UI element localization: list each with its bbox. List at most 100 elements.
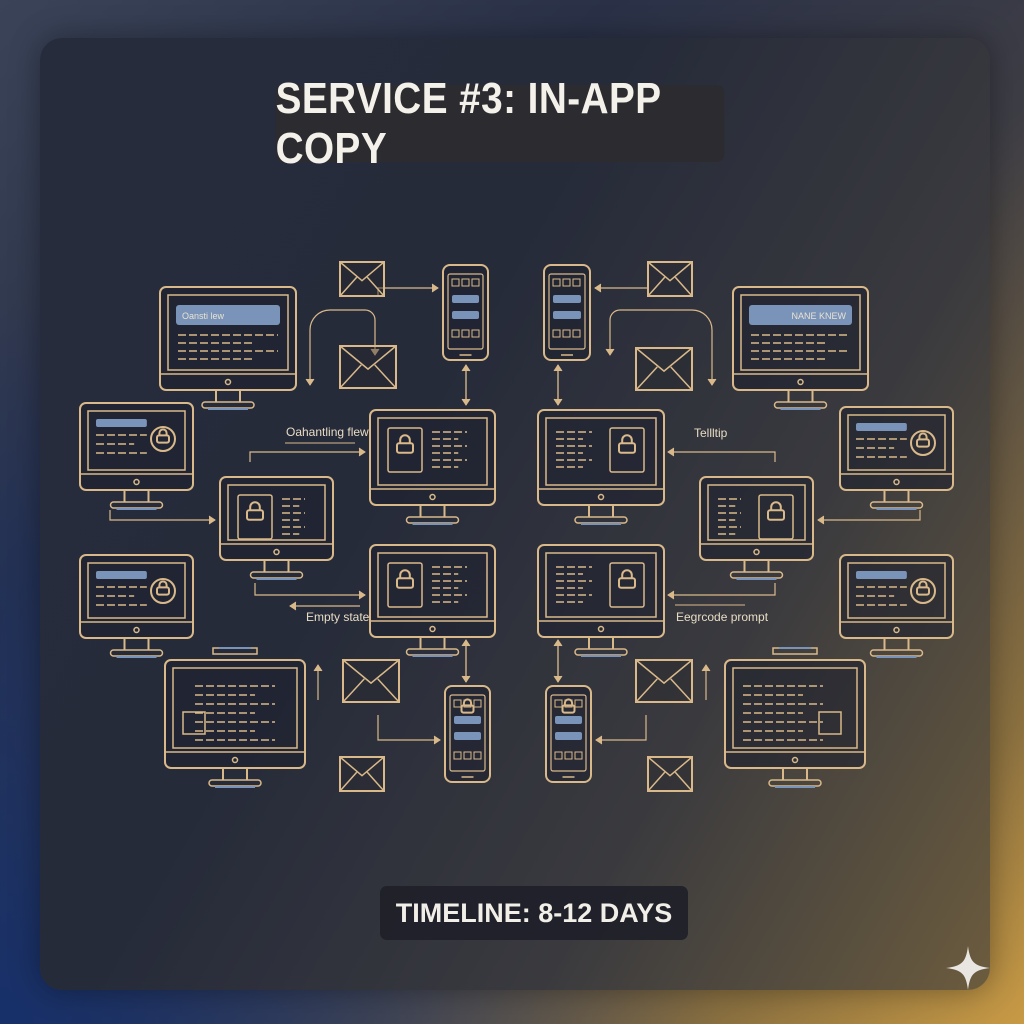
flow-connector (109, 510, 215, 521)
monitor-icon (699, 476, 814, 561)
screen-header-bar (176, 305, 280, 325)
phone-button-bar (454, 732, 481, 740)
user-avatar-icon (182, 711, 206, 735)
phone-button-bar (553, 311, 581, 319)
envelope-flap (635, 659, 693, 703)
lock-icon (156, 586, 170, 596)
monitor-screen (707, 484, 806, 541)
app-tile (554, 699, 563, 708)
app-tile (471, 329, 480, 338)
label-tooltip: Tellltip (694, 426, 728, 440)
flow-connector (691, 309, 713, 385)
arrowhead (594, 283, 602, 293)
flow-connector (668, 451, 776, 462)
monitor-base (208, 779, 262, 787)
app-tile (451, 329, 460, 338)
lock-shackle (249, 501, 261, 511)
phone-button-bar (555, 716, 582, 724)
arrowhead (358, 590, 366, 600)
monitor-stand (883, 638, 910, 650)
lock-icon (916, 438, 930, 448)
monitor-base (109, 501, 164, 509)
lock-shackle (770, 501, 782, 511)
app-tile (461, 278, 470, 287)
flow-connector (668, 583, 776, 596)
arrowhead (667, 590, 675, 600)
flow-connector (818, 510, 921, 521)
monitor-stand (787, 390, 814, 402)
monitor-stand (419, 505, 446, 517)
arrowhead (370, 348, 380, 356)
phone-button-bar (555, 732, 582, 740)
arrowhead (289, 601, 297, 611)
sparkle-icon (946, 946, 990, 990)
monitor-stand (743, 560, 770, 572)
monitor-screen (545, 417, 657, 486)
monitor-stand (215, 390, 241, 402)
monitor-screen (545, 552, 657, 618)
app-tile (552, 329, 561, 338)
app-tile (473, 751, 482, 760)
lock-icon (561, 704, 576, 714)
app-tile (562, 278, 571, 287)
monitor-base (574, 648, 628, 656)
arrowhead (461, 364, 471, 372)
monitor-screen (847, 414, 946, 471)
content-card (40, 38, 990, 990)
power-dot (893, 626, 900, 634)
lock-icon (618, 577, 636, 589)
arrowhead (553, 639, 563, 647)
monitor-screen (167, 294, 289, 371)
lock-shackle (462, 698, 473, 706)
monitor-base (109, 649, 164, 657)
app-tile (471, 278, 480, 287)
monitor-base (574, 516, 628, 524)
arrowhead (605, 348, 615, 356)
label-onboarding: Oahantling flew (286, 425, 369, 439)
power-dot (133, 626, 140, 634)
monitor-base (773, 401, 828, 409)
envelope-flap (342, 659, 400, 703)
lock-icon (618, 442, 636, 454)
app-tile (463, 751, 472, 760)
flow-connector (377, 287, 438, 295)
flow-connector (249, 451, 365, 462)
arrowhead (208, 515, 216, 525)
flow-connector (309, 309, 331, 385)
screen-header-bar (96, 419, 147, 427)
app-tile (461, 329, 470, 338)
monitor-icon (537, 544, 665, 638)
monitor-base (201, 401, 255, 409)
screen-header-bar (856, 571, 907, 579)
phone-screen (548, 273, 586, 350)
monitor-icon (724, 659, 866, 769)
lock-icon (767, 509, 785, 521)
monitor-stand (263, 560, 290, 572)
lock-shackle (621, 434, 633, 444)
arrowhead (701, 664, 711, 672)
monitor-base (405, 516, 460, 524)
power-dot (429, 493, 436, 501)
timeline-badge: TIMELINE: 8-12 DAYS (380, 886, 688, 940)
envelope-flap (647, 756, 693, 792)
app-tile (572, 278, 581, 287)
lock-badge (910, 578, 936, 604)
power-dot (597, 493, 605, 501)
lock-icon (396, 442, 414, 454)
flow-connector (595, 287, 649, 295)
lock-shackle (621, 569, 633, 579)
monitor-screen (740, 294, 861, 371)
monitor-stand (123, 638, 150, 650)
monitor-screen (377, 417, 488, 486)
lock-icon (916, 586, 930, 596)
arrowhead (305, 378, 315, 386)
user-avatar-icon (818, 711, 842, 735)
monitor-stand (222, 768, 248, 780)
monitor-base (869, 501, 924, 509)
arrowhead (553, 364, 563, 372)
label-empty-state: Empty state (306, 610, 370, 624)
phone-screen (447, 273, 484, 350)
monitor-stand (588, 505, 614, 517)
screen-header-bar (856, 423, 907, 431)
